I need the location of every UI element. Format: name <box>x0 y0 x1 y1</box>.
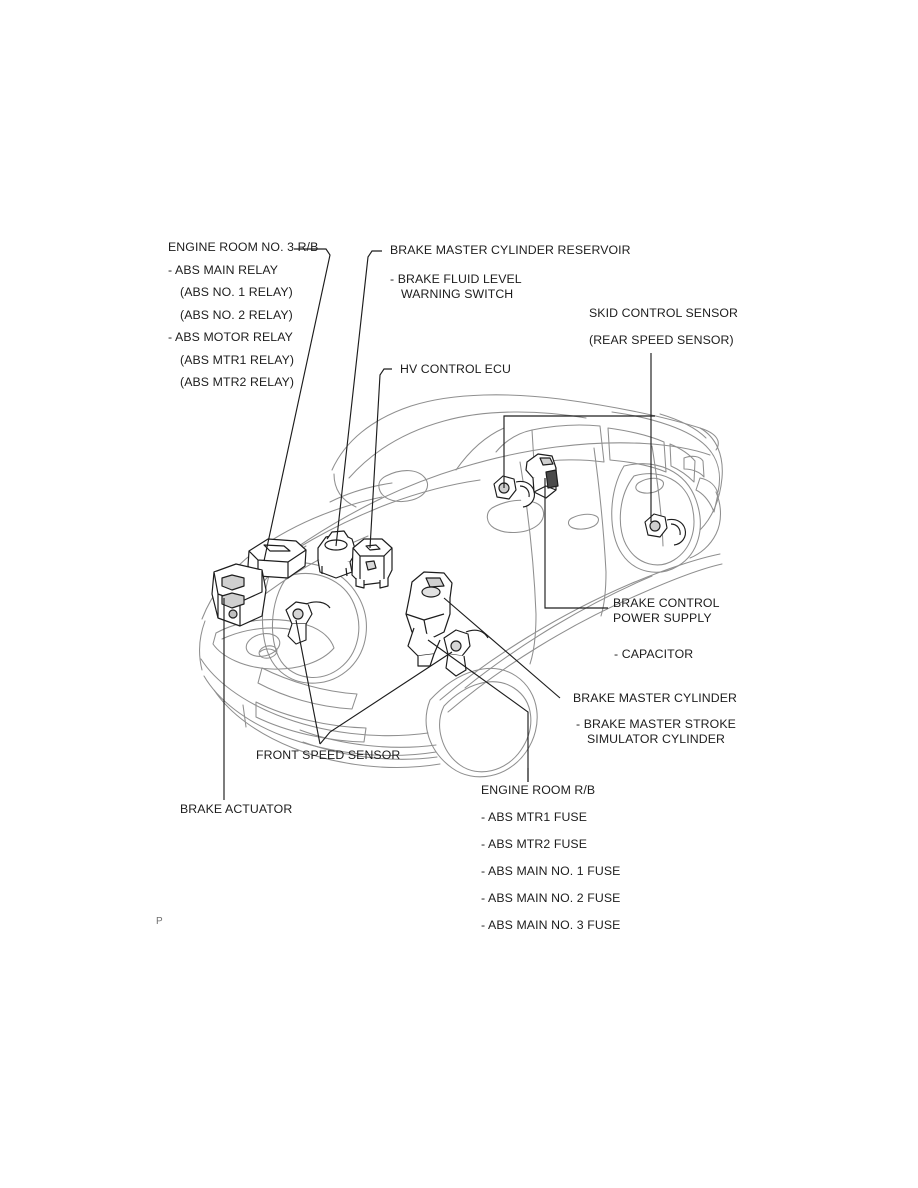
label-group-engine-room-no3-rb: ENGINE ROOM NO. 3 R/B - ABS MAIN RELAY (… <box>168 241 318 389</box>
component-front-speed-sensor-left <box>285 601 331 645</box>
label-group-capacitor: - CAPACITOR <box>614 648 693 661</box>
label-group-skid-control-sensor: SKID CONTROL SENSOR (REAR SPEED SENSOR) <box>589 307 738 347</box>
label-abs-main-no1-fuse: - ABS MAIN NO. 1 FUSE <box>481 864 621 878</box>
label-abs-mtr2-fuse: - ABS MTR2 FUSE <box>481 837 588 851</box>
label-group-brake-control-power-supply: BRAKE CONTROL POWER SUPPLY <box>613 597 720 625</box>
label-brake-control-power-supply-line2: POWER SUPPLY <box>613 611 712 625</box>
label-group-hv-control-ecu: HV CONTROL ECU <box>400 363 511 376</box>
label-abs-main-no3-fuse: - ABS MAIN NO. 3 FUSE <box>481 918 621 932</box>
leader-front-speed-sensor-left <box>295 619 321 745</box>
component-rear-speed-sensor-far <box>493 475 536 508</box>
page-mark: P <box>156 916 163 927</box>
label-brake-master-stroke-line1: - BRAKE MASTER STROKE <box>576 717 736 731</box>
label-capacitor: - CAPACITOR <box>614 647 694 661</box>
label-brake-fluid-level-warning-switch-line1: - BRAKE FLUID LEVEL <box>390 272 522 286</box>
label-skid-control-sensor-heading: SKID CONTROL SENSOR <box>589 306 739 320</box>
label-brake-control-power-supply-line1: BRAKE CONTROL <box>613 596 720 610</box>
label-engine-room-no3-rb-heading: ENGINE ROOM NO. 3 R/B <box>168 240 319 254</box>
leader-brake-control-power-supply-stem <box>544 478 608 609</box>
leader-lines <box>223 248 655 800</box>
label-group-brake-master-cylinder-reservoir: BRAKE MASTER CYLINDER RESERVOIR - BRAKE … <box>390 244 631 301</box>
label-skid-control-sensor-alias: (REAR SPEED SENSOR) <box>589 333 734 347</box>
component-brake-master-cylinder <box>405 571 453 667</box>
label-abs-motor-relay: - ABS MOTOR RELAY <box>168 330 293 344</box>
label-hv-control-ecu-heading: HV CONTROL ECU <box>400 362 511 376</box>
leader-engine-room-no3-rb <box>263 248 331 562</box>
component-engine-room-no3-rb <box>247 538 307 579</box>
label-abs-mtr1-fuse: - ABS MTR1 FUSE <box>481 810 588 824</box>
label-brake-actuator-heading: BRAKE ACTUATOR <box>180 802 293 816</box>
leader-brake-control-power-supply <box>503 415 655 488</box>
leader-brake-master-cylinder-reservoir <box>335 250 382 547</box>
label-abs-mtr2-relay: (ABS MTR2 RELAY) <box>180 375 295 389</box>
label-front-speed-sensor-heading: FRONT SPEED SENSOR <box>256 748 401 762</box>
label-group-front-speed-sensor: FRONT SPEED SENSOR <box>256 749 400 762</box>
label-group-brake-master-stroke-simulator: - BRAKE MASTER STROKE SIMULATOR CYLINDER <box>576 718 736 746</box>
label-group-engine-room-rb: ENGINE ROOM R/B - ABS MTR1 FUSE - ABS MT… <box>481 784 620 932</box>
label-brake-fluid-level-warning-switch-line2: WARNING SWITCH <box>401 287 514 301</box>
label-abs-mtr1-relay: (ABS MTR1 RELAY) <box>180 352 295 367</box>
leader-front-speed-sensor-right <box>319 651 453 745</box>
label-abs-no1-relay: (ABS NO. 1 RELAY) <box>180 285 293 299</box>
leader-brake-master-cylinder <box>443 597 561 699</box>
leader-hv-control-ecu <box>369 368 392 549</box>
leader-brake-master-stroke-simulator <box>427 639 529 782</box>
component-front-speed-sensor-right <box>443 629 489 677</box>
label-abs-main-relay: - ABS MAIN RELAY <box>168 262 279 277</box>
component-brake-master-cylinder-reservoir <box>317 530 357 579</box>
label-abs-no2-relay: (ABS NO. 2 RELAY) <box>180 307 293 322</box>
label-engine-room-rb-heading: ENGINE ROOM R/B <box>481 783 596 797</box>
label-brake-master-cylinder-heading: BRAKE MASTER CYLINDER <box>573 691 738 705</box>
label-brake-master-stroke-line2: SIMULATOR CYLINDER <box>587 732 726 746</box>
label-group-brake-actuator: BRAKE ACTUATOR <box>180 803 292 816</box>
component-brake-actuator <box>211 563 267 627</box>
label-brake-master-cylinder-reservoir-heading: BRAKE MASTER CYLINDER RESERVOIR <box>390 243 631 257</box>
component-hv-control-ecu <box>351 538 393 589</box>
label-abs-main-no2-fuse: - ABS MAIN NO. 2 FUSE <box>481 891 621 905</box>
label-group-brake-master-cylinder: BRAKE MASTER CYLINDER <box>573 692 737 705</box>
